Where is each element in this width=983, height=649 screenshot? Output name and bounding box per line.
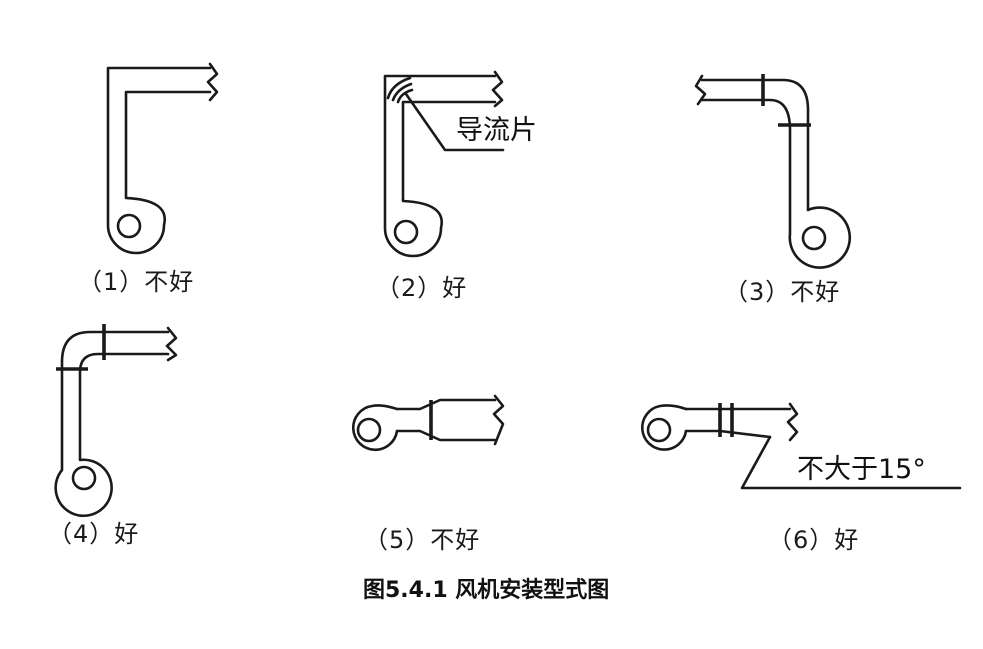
- diagram-label-4: （4）好: [48, 520, 140, 548]
- diagram-2-fan-circle: [393, 219, 419, 245]
- diagram-4: [54, 324, 178, 518]
- diagram-2-guide-vane: [386, 76, 412, 100]
- diagram-3-break-mark: [694, 74, 707, 106]
- diagram-5-fan-circle: [356, 417, 382, 443]
- diagram-5: [351, 394, 505, 452]
- diagram-6-duct: [684, 407, 792, 439]
- diagram-1-duct: [106, 66, 212, 255]
- diagram-3-fan-circle: [801, 225, 827, 251]
- diagram-2-break-mark: [491, 70, 504, 108]
- diagram-label-2: （2）好: [376, 274, 468, 302]
- diagram-6-break-mark: [786, 402, 799, 442]
- figure-caption: 图5.4.1 风机安装型式图: [363, 578, 610, 603]
- annotation-angle: 不大于15°: [797, 454, 926, 485]
- diagram-6-fan-housing: [640, 404, 688, 451]
- diagram-2-leader-line: [404, 92, 505, 152]
- diagram-6-fan-circle: [646, 417, 672, 443]
- diagram-1: [106, 62, 219, 255]
- diagram-3: [694, 74, 852, 269]
- diagram-6-leader-line: [740, 435, 962, 490]
- diagram-1-fan-circle: [116, 213, 142, 239]
- diagram-label-6: （6）好: [768, 526, 860, 554]
- diagram-2-guide-vane: [391, 82, 413, 102]
- diagram-4-break-mark: [165, 326, 178, 362]
- diagram-5-duct: [395, 398, 497, 442]
- diagram-5-break-mark: [492, 394, 505, 446]
- diagram-4-fan-circle: [71, 465, 97, 491]
- diagram-2: [383, 70, 505, 258]
- diagram-1-break-mark: [206, 62, 219, 102]
- diagram-label-1: （1）不好: [78, 268, 195, 296]
- diagram-6: [640, 402, 962, 490]
- diagram-label-5: （5）不好: [364, 526, 481, 554]
- diagram-5-fan-housing: [351, 404, 399, 452]
- diagram-2-guide-vane: [396, 88, 414, 104]
- annotation-guide-vane: 导流片: [456, 115, 537, 146]
- diagram-3-duct: [700, 78, 852, 269]
- diagram-4-duct: [54, 330, 170, 518]
- diagram-label-3: （3）不好: [724, 278, 841, 306]
- diagram-2-duct: [383, 74, 497, 258]
